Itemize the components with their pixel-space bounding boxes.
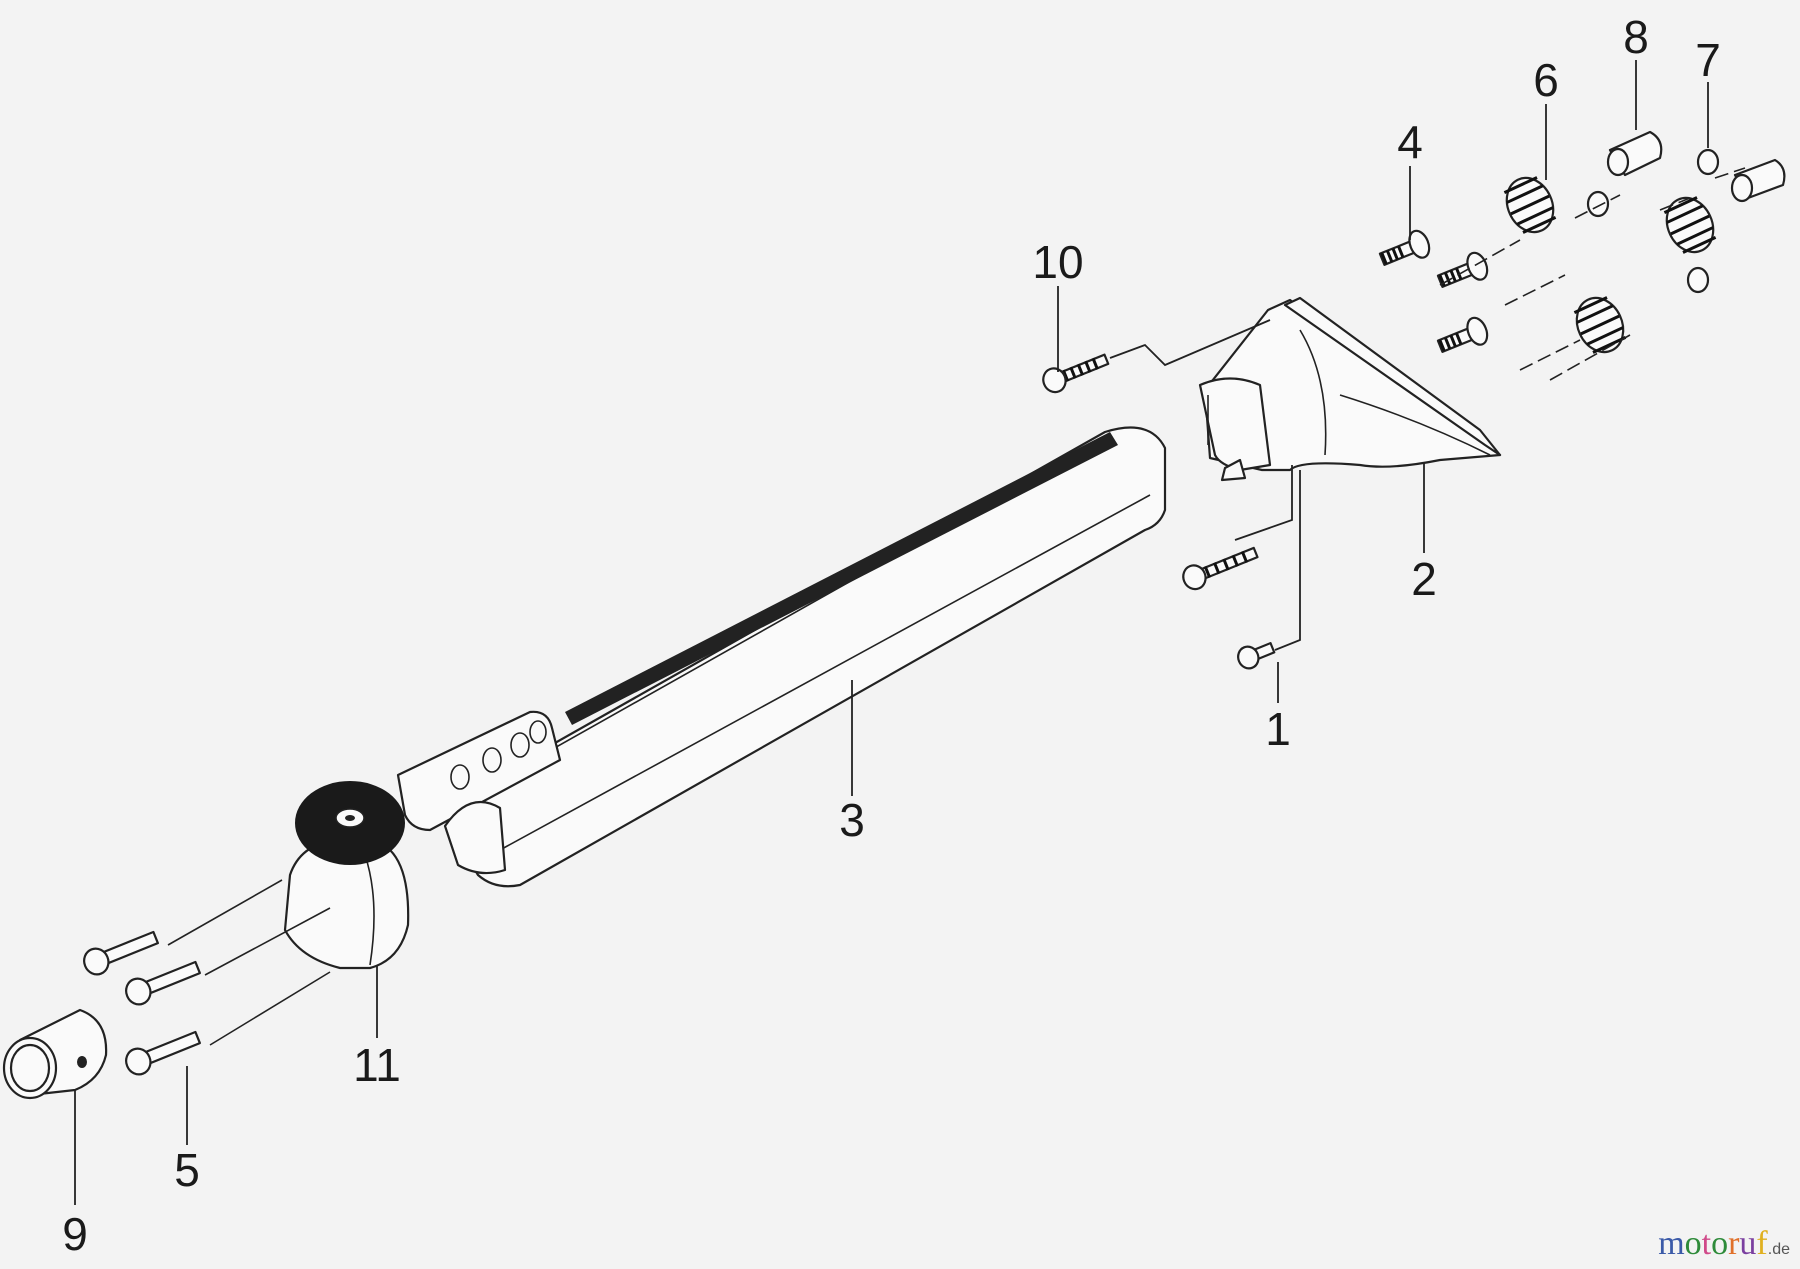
- watermark-letter: o: [1684, 1225, 1702, 1262]
- part-5-screws: [83, 930, 201, 1076]
- callout-6: 6: [1533, 54, 1559, 106]
- callout-9: 9: [62, 1208, 88, 1260]
- callout-10: 10: [1032, 236, 1083, 288]
- watermark-letter: r: [1728, 1225, 1740, 1262]
- part-10-screw: [1042, 353, 1110, 394]
- callout-4: 4: [1397, 116, 1423, 168]
- callout-labels: 1 2 3 4 5 6 7 8 9 10 11: [62, 11, 1721, 1260]
- callout-7: 7: [1695, 34, 1721, 86]
- watermark-suffix: .de: [1767, 1241, 1790, 1258]
- part-11-gear-clamp: [283, 781, 410, 970]
- assembly-lines: [167, 167, 1746, 1046]
- part-4-screws: [1378, 229, 1489, 353]
- callout-2: 2: [1411, 553, 1437, 605]
- callout-11: 11: [353, 1039, 401, 1091]
- callout-5: 5: [174, 1144, 200, 1196]
- watermark-letter: t: [1701, 1225, 1712, 1262]
- part-1-screws: [1182, 546, 1276, 670]
- callout-8: 8: [1623, 11, 1649, 63]
- part-7-small-screws: [1586, 148, 1720, 294]
- part-8-sleeves: [1606, 130, 1786, 203]
- watermark-letter: m: [1658, 1225, 1685, 1262]
- watermark-letter: f: [1756, 1225, 1768, 1262]
- part-3-tube: [396, 426, 1167, 888]
- part-2-housing: [1198, 296, 1502, 482]
- callout-3: 3: [839, 794, 865, 846]
- watermark-letter: o: [1711, 1225, 1729, 1262]
- part-6-springs: [1503, 176, 1717, 354]
- callout-1: 1: [1265, 703, 1291, 755]
- part-9-end-cap: [2, 1008, 108, 1100]
- watermark-letter: u: [1739, 1225, 1757, 1262]
- watermark-logo: motoruf.de: [1658, 1225, 1790, 1263]
- leader-lines: [74, 60, 1709, 1205]
